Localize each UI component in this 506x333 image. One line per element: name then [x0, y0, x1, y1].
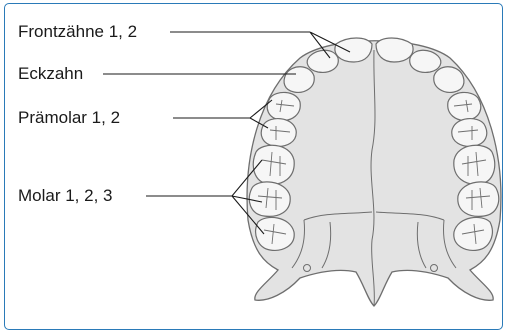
tooth-molar-2-left: [249, 182, 290, 216]
label-premolars: Prämolar 1, 2: [18, 108, 120, 128]
tooth-premolar-2-right: [452, 119, 487, 147]
tooth-canine-right: [434, 67, 464, 93]
tooth-premolar-2-left: [261, 119, 296, 147]
label-canine: Eckzahn: [18, 64, 83, 84]
tooth-molar-3-left: [256, 217, 295, 250]
foramen-left: [304, 265, 311, 272]
tooth-molar-1-left: [253, 145, 294, 184]
tooth-canine-left: [284, 67, 314, 93]
foramen-right: [431, 265, 438, 272]
tooth-premolar-1-right: [448, 92, 481, 120]
tooth-premolar-1-left: [267, 92, 300, 120]
tooth-molar-1-right: [454, 145, 495, 184]
label-front-teeth: Frontzähne 1, 2: [18, 22, 137, 42]
leader-molars: [146, 160, 264, 234]
tooth-molar-3-right: [454, 217, 493, 250]
tooth-molar-2-right: [458, 182, 499, 216]
tooth-incisor-1-right: [376, 38, 413, 62]
tooth-incisor-1-left: [335, 38, 372, 62]
label-molars: Molar 1, 2, 3: [18, 186, 113, 206]
leader-premolars: [173, 100, 272, 128]
